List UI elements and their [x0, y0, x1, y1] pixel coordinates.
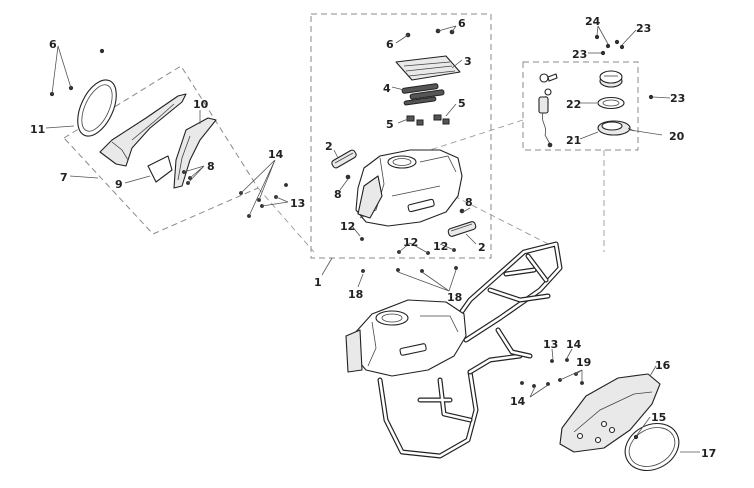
callout-2: 2 [325, 140, 333, 153]
tank-top-cover-part [395, 55, 461, 81]
callout-18: 18 [348, 288, 363, 301]
motorcycle-frame-part [377, 241, 563, 459]
callout-3: 3 [464, 55, 472, 68]
ignition-key-part [539, 73, 558, 101]
rear-mudguard-flap-part [77, 79, 117, 137]
side-cover-part [559, 373, 661, 453]
tank-rubber-mounts-part [401, 83, 445, 106]
callout-labels: 1 2 2 3 4 5 5 6 6 6 7 8 8 8 9 10 11 12 1… [30, 15, 716, 460]
callout-4: 4 [383, 82, 391, 95]
fuel-cap-part [599, 70, 623, 88]
ref-line-fender-to-frame [257, 187, 315, 253]
tank-clips-part [406, 114, 450, 126]
callout-17: 17 [701, 447, 716, 460]
callout-10: 10 [193, 98, 209, 111]
callout-7: 7 [60, 171, 68, 184]
fuel-sender-part [538, 96, 553, 148]
hugger-fender-part [173, 117, 217, 189]
tank-emblem-right-part [447, 221, 477, 237]
tank-cover-bolts [405, 28, 455, 38]
callout-6: 6 [49, 38, 57, 51]
callout-9: 9 [115, 178, 123, 191]
callout-24: 24 [585, 15, 601, 28]
fuel-cap-bolts [594, 34, 654, 100]
callout-11: 11 [30, 123, 45, 136]
callout-1: 1 [314, 276, 322, 289]
ref-line-cap-to-tank [429, 119, 524, 151]
callout-5: 5 [458, 97, 466, 110]
fuel-cap-ring-part [597, 120, 635, 136]
callout-5: 5 [386, 118, 394, 131]
callout-16: 16 [655, 359, 671, 372]
callout-12: 12 [433, 240, 448, 253]
callout-14: 14 [566, 338, 582, 351]
fuel-tank-group-box [310, 13, 492, 259]
leader-lines [45, 25, 700, 453]
callout-22: 22 [566, 98, 581, 111]
callout-12: 12 [403, 236, 418, 249]
callout-8: 8 [207, 160, 215, 173]
callout-23: 23 [636, 22, 651, 35]
callout-6: 6 [458, 17, 466, 30]
callout-12: 12 [340, 220, 355, 233]
callout-8: 8 [465, 196, 473, 209]
assembled-tank-part [345, 299, 467, 377]
callout-2: 2 [478, 241, 486, 254]
callout-6: 6 [386, 38, 394, 51]
callout-15: 15 [651, 411, 666, 424]
rear-fender-bracket-part [99, 93, 187, 183]
callout-14: 14 [510, 395, 526, 408]
callout-23: 23 [572, 48, 587, 61]
fuel-tank-part [355, 149, 463, 227]
callout-18: 18 [447, 291, 462, 304]
callout-19: 19 [576, 356, 591, 369]
callout-23: 23 [670, 92, 685, 105]
side-cover-gasket-part [624, 422, 680, 472]
callout-8: 8 [334, 188, 342, 201]
callout-14: 14 [268, 148, 284, 161]
callout-13: 13 [290, 197, 305, 210]
callout-13: 13 [543, 338, 558, 351]
fuel-cap-group-box [522, 61, 639, 151]
fuel-cap-gasket-part [597, 96, 625, 110]
tank-emblem-left-part [331, 149, 357, 169]
callout-20: 20 [669, 130, 685, 143]
callout-21: 21 [566, 134, 581, 147]
